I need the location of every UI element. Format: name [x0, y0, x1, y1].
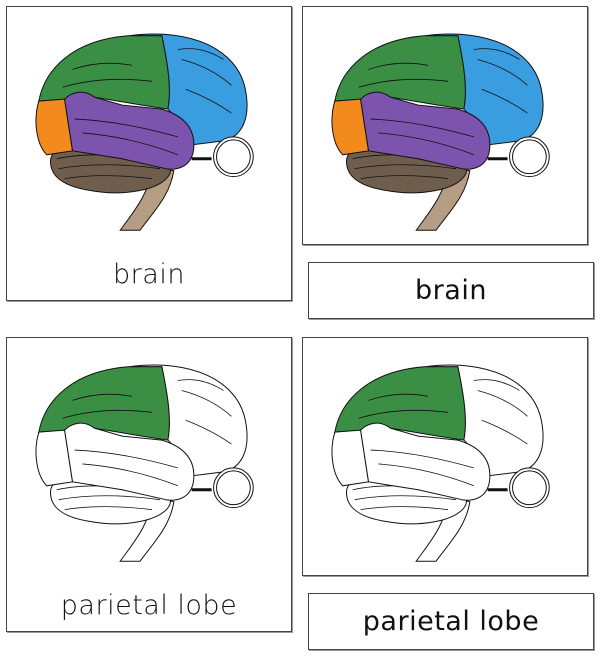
picture-card-brain-unlabeled — [302, 6, 588, 245]
brain-illustration — [331, 33, 550, 231]
label-card-brain: brain — [308, 262, 594, 319]
picture-card-brain: brain — [6, 6, 292, 301]
brain-illustration — [35, 33, 254, 231]
card-caption: parietal lobe — [60, 590, 238, 621]
picture-card-parietal-lobe: parietal lobe — [6, 337, 292, 632]
label-text: brain — [415, 275, 487, 306]
brain-parietal-illustration — [35, 364, 254, 562]
card-caption: brain — [113, 259, 185, 290]
picture-card-parietal-lobe-unlabeled — [302, 337, 588, 576]
label-text: parietal lobe — [362, 606, 540, 637]
brain-parietal-illustration — [331, 364, 550, 562]
label-card-parietal-lobe: parietal lobe — [308, 593, 594, 650]
